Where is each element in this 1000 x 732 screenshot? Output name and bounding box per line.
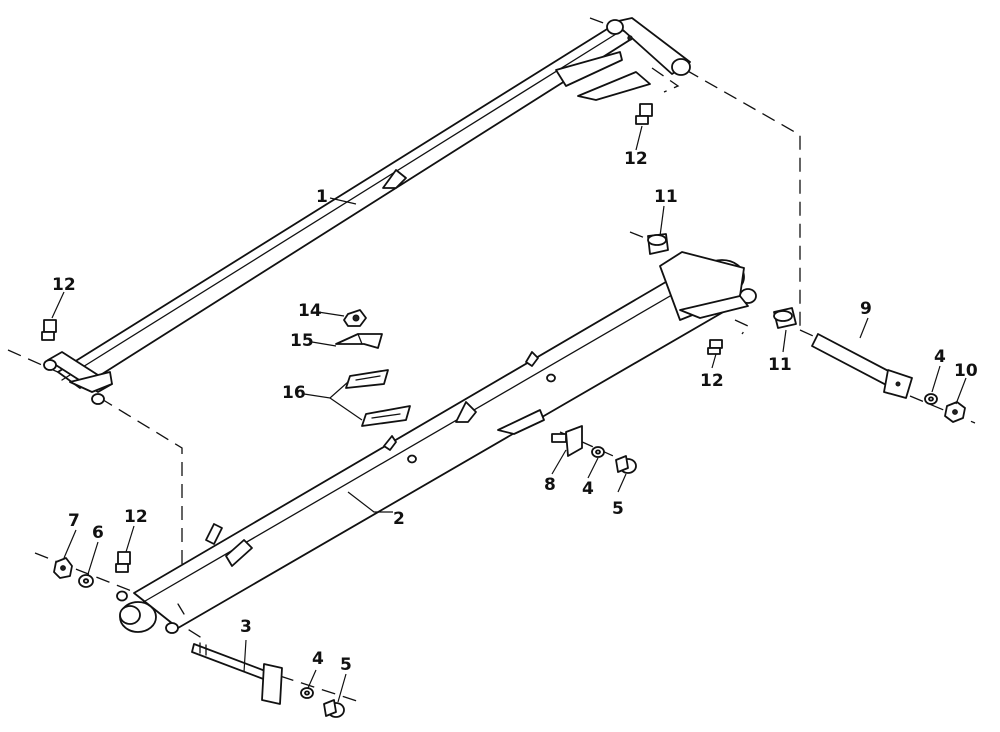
shim-16-upper: [345, 369, 389, 389]
lower-frame-tube: [116, 251, 757, 634]
upper-frame-beam: [43, 17, 691, 405]
callout-5-bottom: 5: [340, 655, 352, 675]
callout-3: 3: [240, 617, 252, 637]
callout-6: 6: [92, 523, 104, 543]
callout-11-upper: 11: [654, 187, 678, 207]
pivot-pin-3: [191, 642, 283, 705]
latch-plate-8: [551, 425, 583, 457]
callout-1: 1: [316, 187, 328, 207]
callout-10: 10: [954, 361, 978, 381]
nut-7: [53, 557, 73, 579]
callout-4-right: 4: [934, 347, 946, 367]
nut-14: [343, 309, 367, 327]
callout-9: 9: [860, 299, 872, 319]
callout-15: 15: [290, 331, 314, 351]
grease-fitting-mid: [707, 339, 723, 355]
bushing-upper-11: [647, 233, 669, 255]
callout-12-bottom: 12: [124, 507, 148, 527]
bolt-5-bottom: [323, 699, 345, 718]
callout-2: 2: [393, 509, 405, 529]
callout-5-center: 5: [612, 499, 624, 519]
callout-12-mid: 12: [700, 371, 724, 391]
callout-12-left: 12: [52, 275, 76, 295]
callout-labels: 1 2 3 4 4 4 5 5 6 7 8 9 10 11 11 12 12 1…: [52, 149, 978, 675]
grease-fitting-bottom: [115, 551, 131, 573]
callout-12-top: 12: [624, 149, 648, 169]
pivot-pin-9: [811, 333, 913, 399]
leader-lines: [51, 125, 967, 703]
callout-4-bottom: 4: [312, 649, 324, 669]
grease-fitting-left: [41, 319, 57, 341]
callout-8: 8: [544, 475, 556, 495]
callout-11-lower: 11: [768, 355, 792, 375]
bolt-5-center: [615, 455, 637, 474]
callout-7: 7: [68, 511, 80, 531]
washer-4-bottom: [300, 687, 314, 699]
callout-14: 14: [298, 301, 322, 321]
grease-fitting-top: [635, 103, 653, 125]
washer-4-center: [591, 446, 605, 458]
bushing-lower-11: [773, 307, 797, 329]
washer-4-right: [924, 393, 938, 405]
bracket-15: [335, 333, 383, 349]
nut-10: [944, 401, 966, 423]
callout-4-center: 4: [582, 479, 594, 499]
callout-16: 16: [282, 383, 306, 403]
shim-16-lower: [361, 405, 411, 427]
washer-6: [78, 574, 94, 588]
